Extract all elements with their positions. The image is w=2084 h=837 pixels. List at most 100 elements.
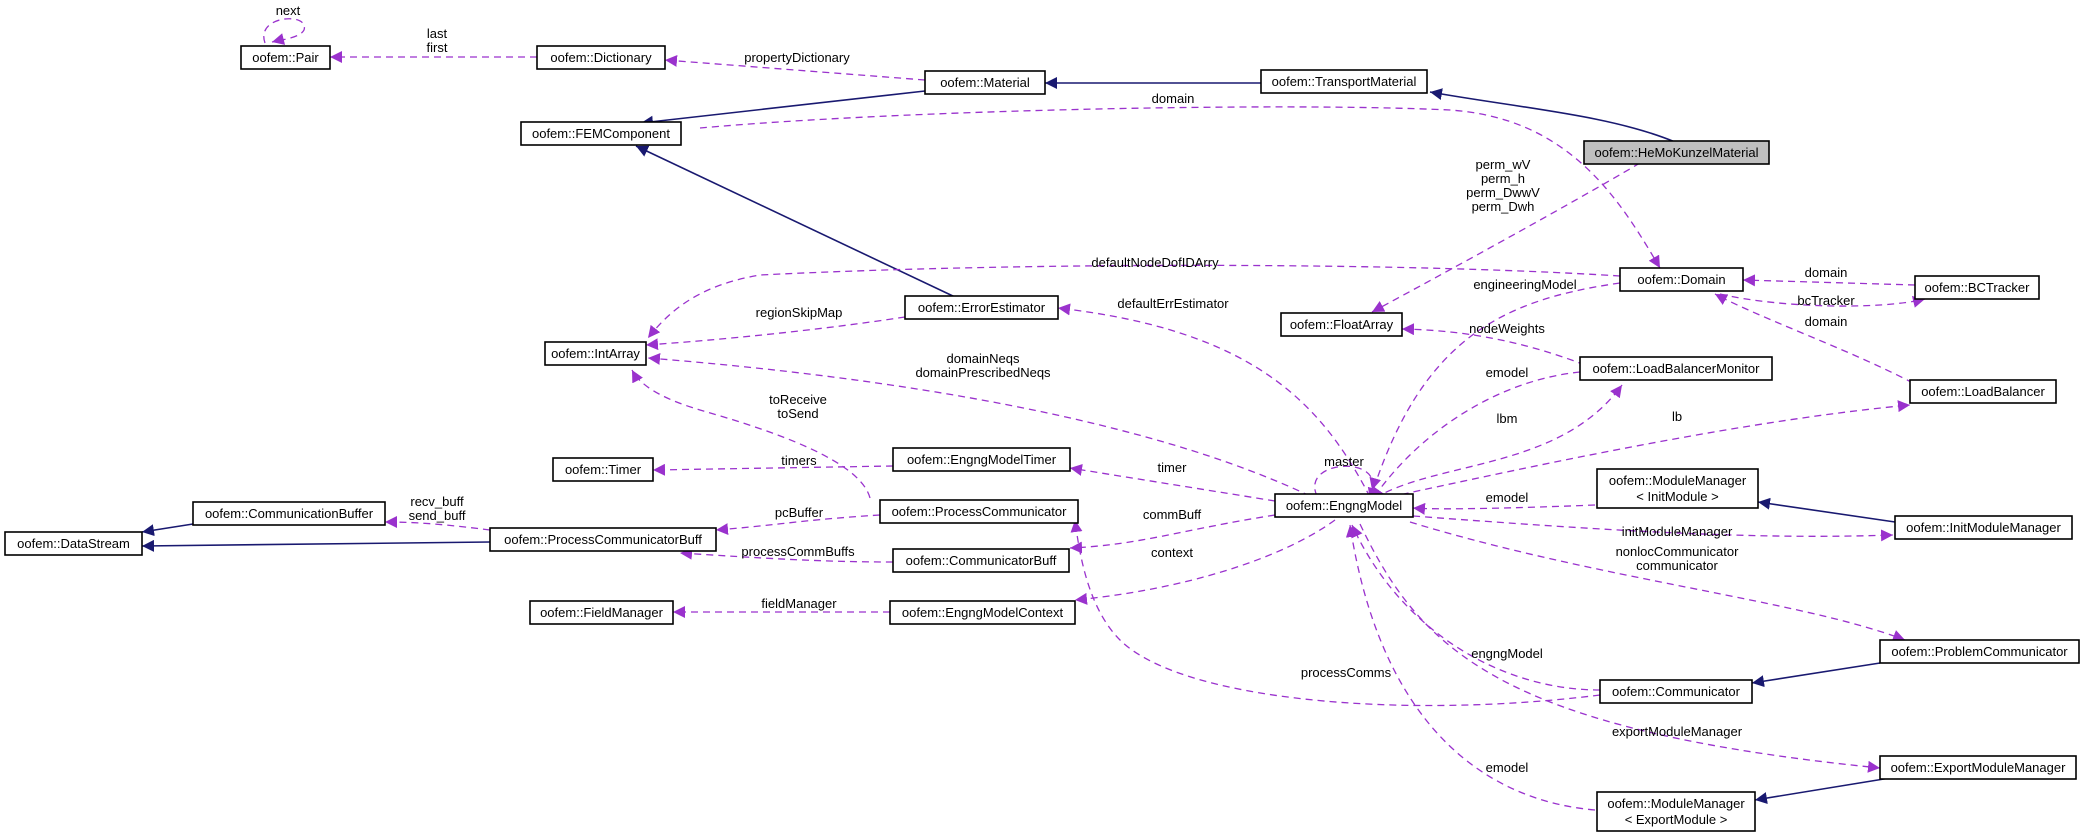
edge-engngmodel-loadbalancer [1389,400,1911,498]
edge-label-lb: lb [1672,409,1682,424]
class-node-engngmodeltimer[interactable]: oofem::EngngModelTimer [892,447,1071,472]
class-node-engngmodel[interactable]: oofem::EngngModel [1274,493,1414,518]
class-node-loadbalancermonitor[interactable]: oofem::LoadBalancerMonitor [1579,356,1773,381]
class-node-processcommunicator[interactable]: oofem::ProcessCommunicator [879,499,1079,524]
node-label: oofem::ProcessCommunicatorBuff [504,532,702,547]
edge-modulemanager-engngmodel [1412,502,1596,515]
edge-label-nonloccommunicator: nonlocCommunicator [1616,544,1740,559]
edge-communicatorbuff-processcommbuff [679,547,894,563]
node-label: oofem::ModuleManager [1609,473,1747,488]
edge-loadbalancer-domain [1714,293,1914,384]
edge-domain-intarray-default [647,264,1621,339]
node-label: oofem::ExportModuleManager [1891,760,2067,775]
class-node-transportmaterial[interactable]: oofem::TransportMaterial [1260,69,1428,94]
class-node-dictionary[interactable]: oofem::Dictionary [536,45,666,70]
class-node-initmodulemanager[interactable]: oofem::InitModuleManager [1894,515,2073,540]
edge-label-domain-bctracker: domain [1805,265,1848,280]
edge-label-initmodulemanager: initModuleManager [1622,524,1733,539]
node-label: oofem::InitModuleManager [1906,520,2061,535]
edge-label-domainprescribedneqs: domainPrescribedNeqs [915,365,1051,380]
nodes: oofem::Pair oofem::Dictionary oofem::Mat… [4,45,2080,832]
edge-label-master: master [1324,454,1364,469]
edge-domain-bctracker [1719,293,1926,308]
node-label: oofem::ModuleManager [1607,796,1745,811]
edge-label-commbuff: commBuff [1143,507,1202,522]
class-node-domain[interactable]: oofem::Domain [1619,267,1744,292]
edge-errorestimator-intarray [645,316,906,351]
edge-processcommbuff-to-datastream [141,539,491,552]
edge-hemokunzel-floatarray [1371,162,1641,313]
class-node-communicationbuffer[interactable]: oofem::CommunicationBuffer [192,501,386,526]
edge-label-fieldmanager: fieldManager [761,596,837,611]
edge-label-domainneqs: domainNeqs [947,351,1020,366]
edge-engngmodel-problemcommunicator [1409,521,1906,642]
class-node-bctracker[interactable]: oofem::BCTracker [1914,275,2040,300]
edge-material-to-dictionary [664,54,926,81]
class-node-loadbalancer[interactable]: oofem::LoadBalancer [1909,379,2057,404]
edge-label-exportmodulemanager: exportModuleManager [1612,724,1743,739]
edge-label-domain: domain [1152,91,1195,106]
class-node-modulemanager-initmodule[interactable]: oofem::ModuleManager < InitModule > [1596,468,1759,509]
edge-label-nodeweights: nodeWeights [1469,321,1545,336]
edge-problemcommunicator-to-communicator [1751,662,1881,688]
edge-loadbalancermonitor-engngmodel [1371,371,1581,501]
class-node-timer[interactable]: oofem::Timer [552,457,654,482]
edge-engngmodel-engngmodelcontext [1074,519,1336,605]
class-node-communicatorbuff[interactable]: oofem::CommunicatorBuff [892,548,1070,573]
class-node-femcomponent[interactable]: oofem::FEMComponent [520,121,682,146]
class-node-communicator[interactable]: oofem::Communicator [1599,679,1753,704]
edge-engngmodel-processcommunicator [1069,514,1276,554]
node-label: oofem::Domain [1637,272,1725,287]
class-node-fieldmanager[interactable]: oofem::FieldManager [529,600,674,625]
class-node-exportmodulemanager[interactable]: oofem::ExportModuleManager [1879,755,2077,780]
edge-label-first: first [427,40,448,55]
node-label: oofem::EngngModelContext [902,605,1064,620]
edge-exportmodulemanager-to-modulemanager [1754,777,1891,804]
class-node-hemokunzelmaterial[interactable]: oofem::HeMoKunzelMaterial [1583,140,1770,165]
class-node-datastream[interactable]: oofem::DataStream [4,531,143,556]
node-label: oofem::FieldManager [540,605,664,620]
node-label: oofem::CommunicatorBuff [906,553,1057,568]
edge-label-propertydictionary: propertyDictionary [744,50,850,65]
edge-engngmodel-engngmodeltimer [1069,463,1276,502]
node-label: oofem::BCTracker [1925,280,2031,295]
edge-label-emodel-exportmodule: emodel [1486,760,1529,775]
edge-label-engineeringmodel: engineeringModel [1473,277,1576,292]
edge-processcommunicator-intarray [631,369,871,499]
node-label: oofem::FloatArray [1290,317,1394,332]
class-node-intarray[interactable]: oofem::IntArray [544,341,647,366]
class-node-floatarray[interactable]: oofem::FloatArray [1280,312,1403,337]
edge-label-perm-h: perm_h [1481,171,1525,186]
class-node-processcommunicatorbuff[interactable]: oofem::ProcessCommunicatorBuff [489,527,717,552]
class-node-modulemanager-exportmodule[interactable]: oofem::ModuleManager < ExportModule > [1596,791,1756,832]
node-label: oofem::Timer [565,462,642,477]
class-node-pair[interactable]: oofem::Pair [240,45,331,70]
edge-processcommunicator-processcommbuff [715,514,881,536]
edge-engngmodel-initmodulemanager [1412,515,1894,542]
edge-pair-next [263,18,305,45]
edge-label-timers: timers [781,453,817,468]
class-node-errorestimator[interactable]: oofem::ErrorEstimator [904,295,1059,320]
edge-label-bctracker: bcTracker [1797,293,1855,308]
edge-label-defaultnodedofidarry: defaultNodeDofIDArry [1091,255,1219,270]
class-node-material[interactable]: oofem::Material [924,70,1046,95]
node-label: oofem::EngngModel [1286,498,1402,513]
edge-hemokunzel-to-transportmaterial [1429,88,1676,143]
class-node-engngmodelcontext[interactable]: oofem::EngngModelContext [889,600,1076,625]
edge-processcommbuff-communicationbuffer [384,516,491,531]
node-label: oofem::DataStream [17,536,130,551]
edge-labels: next last first propertyDictionary domai… [276,3,1856,775]
node-label: oofem::FEMComponent [532,126,670,141]
edge-label-engngmodel: engngModel [1471,646,1543,661]
node-label: oofem::HeMoKunzelMaterial [1594,145,1758,160]
inheritance-edges [141,77,1896,804]
node-label: oofem::IntArray [551,346,640,361]
node-label: oofem::Material [940,75,1030,90]
edge-label-next: next [276,3,301,18]
node-label: oofem::TransportMaterial [1272,74,1417,89]
node-label: oofem::ProblemCommunicator [1891,644,2068,659]
class-node-problemcommunicator[interactable]: oofem::ProblemCommunicator [1879,639,2080,664]
edge-label-defaulterrestimator: defaultErrEstimator [1117,296,1229,311]
edge-label-perm-wv: perm_wV [1476,157,1531,172]
